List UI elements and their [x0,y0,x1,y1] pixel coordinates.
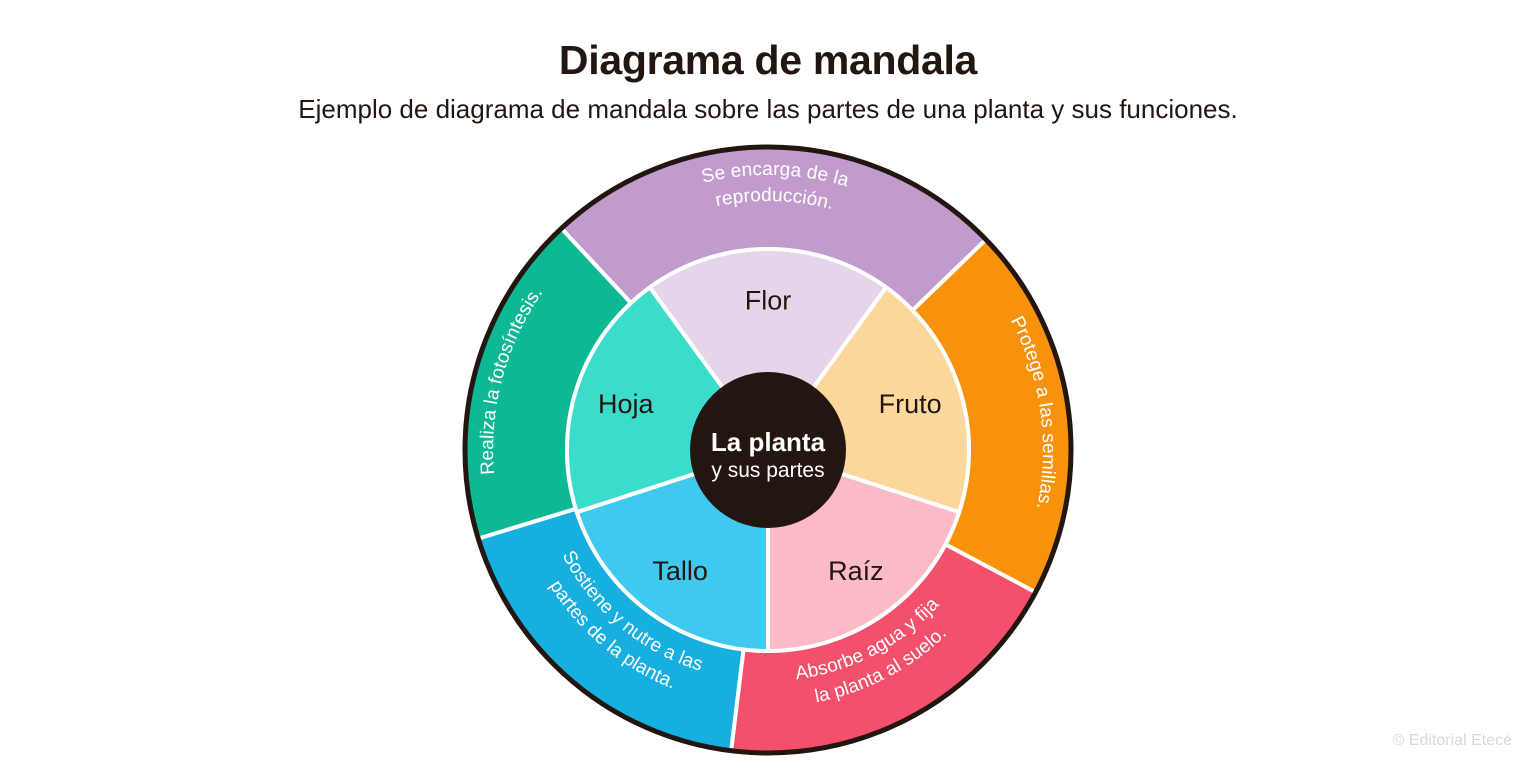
inner-label-hoja: Hoja [598,389,655,419]
copyright-credit: © Editorial Etecé [1392,732,1512,749]
center-title: La planta [711,427,826,457]
mandala-outline [462,144,1074,756]
inner-label-raz: Raíz [828,556,884,586]
page-title: Diagrama de mandala [558,37,978,83]
page-header: Diagrama de mandala Ejemplo de diagrama … [0,0,1536,125]
inner-label-flor: Flor [745,286,792,316]
page-subtitle: Ejemplo de diagrama de mandala sobre las… [298,94,1238,125]
outer-border-circle [462,144,1074,756]
center-disc[interactable] [690,372,846,528]
inner-label-tallo: Tallo [652,556,708,586]
inner-label-fruto: Fruto [879,389,942,419]
center-subtitle: y sus partes [711,459,824,482]
